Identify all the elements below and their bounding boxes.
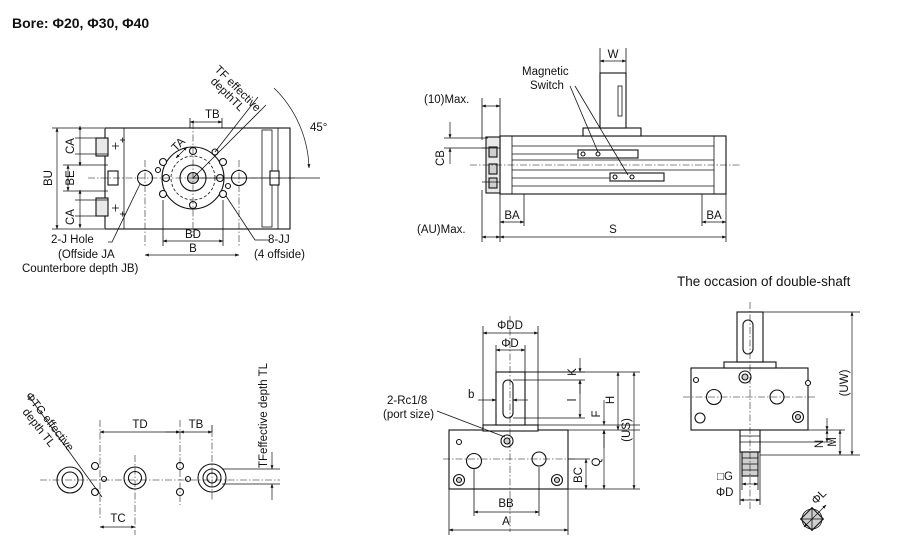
bu-label: BU (43, 170, 55, 186)
w-label: W (608, 49, 619, 61)
bb-label: BB (498, 498, 514, 510)
top-view: 45° TF effective depthTL TB TA CA CA BU … (22, 64, 327, 275)
f-label: F (591, 410, 603, 417)
bc-label: BC (573, 467, 585, 483)
port-size-label-2: (port size) (383, 409, 434, 421)
tb-label: TB (205, 109, 220, 121)
s-label: S (609, 224, 617, 236)
au-max-label: (AU)Max. (417, 224, 466, 236)
uw-label: (UW) (839, 369, 851, 396)
dd-label: ΦDD (497, 320, 523, 332)
top-plate (582, 127, 642, 137)
ca-upper-label: CA (65, 138, 77, 154)
m-label: M (827, 437, 839, 447)
side-fitting-upper (95, 137, 109, 157)
angle-label: 45° (310, 122, 327, 134)
l-phi-label: ΦL (810, 487, 830, 507)
side-fitting-lower (95, 197, 109, 217)
ba-right-label: BA (706, 210, 722, 222)
d-label: ΦD (501, 338, 518, 350)
d-double-label: ΦD (716, 487, 733, 499)
port-size-label-1: 2-Rc1/8 (387, 395, 427, 407)
bore-title: Bore: Φ20, Φ30, Φ40 (12, 15, 149, 31)
g-label: □G (717, 471, 733, 483)
switch-label: Switch (530, 80, 564, 92)
jj-label: 8-JJ (268, 234, 290, 246)
h-label: H (605, 396, 617, 404)
tb-bottom-label: TB (189, 419, 204, 431)
tc-label: TC (110, 513, 125, 525)
four-offside-label: (4 offside) (254, 249, 305, 261)
tf-vertical-label: TFeffective depth TL (258, 362, 270, 468)
n-label: N (814, 440, 826, 448)
jj-tapped-holes (154, 157, 232, 199)
cb-label: CB (435, 150, 447, 166)
l-label: l (567, 399, 579, 402)
front-view: ΦDD ΦD b K l F H (US) Q BC (383, 316, 640, 535)
table-detail-view: TD TB TC ΦTG effective depth TL TFeffect… (20, 362, 280, 535)
front-top-plate (482, 424, 539, 432)
double-shaft-view: (UW) N M □G ΦD ΦL (683, 302, 860, 532)
counterbore-label: Counterbore depth JB) (22, 263, 139, 275)
us-label: (US) (621, 418, 633, 442)
bd-label: BD (185, 229, 201, 241)
q-label: Q (591, 457, 603, 466)
a-label: A (502, 516, 510, 528)
be-label: BE (65, 170, 77, 186)
double-shaft-caption: The occasion of double-shaft (677, 274, 851, 289)
magnetic-label: Magnetic (522, 66, 569, 78)
max10-label: (10)Max. (424, 94, 469, 106)
hole-2j-label: 2-J Hole (51, 234, 94, 246)
b-label: B (189, 243, 197, 255)
ca-lower-label: CA (65, 209, 77, 225)
offside-ja-label: (Offside JA (58, 249, 115, 261)
td-label: TD (132, 419, 147, 431)
side-view: W Magnetic Switch (10)Max. CB BA BA (AU)… (417, 48, 740, 242)
b-small-label: b (468, 389, 474, 401)
ba-left-label: BA (504, 210, 520, 222)
